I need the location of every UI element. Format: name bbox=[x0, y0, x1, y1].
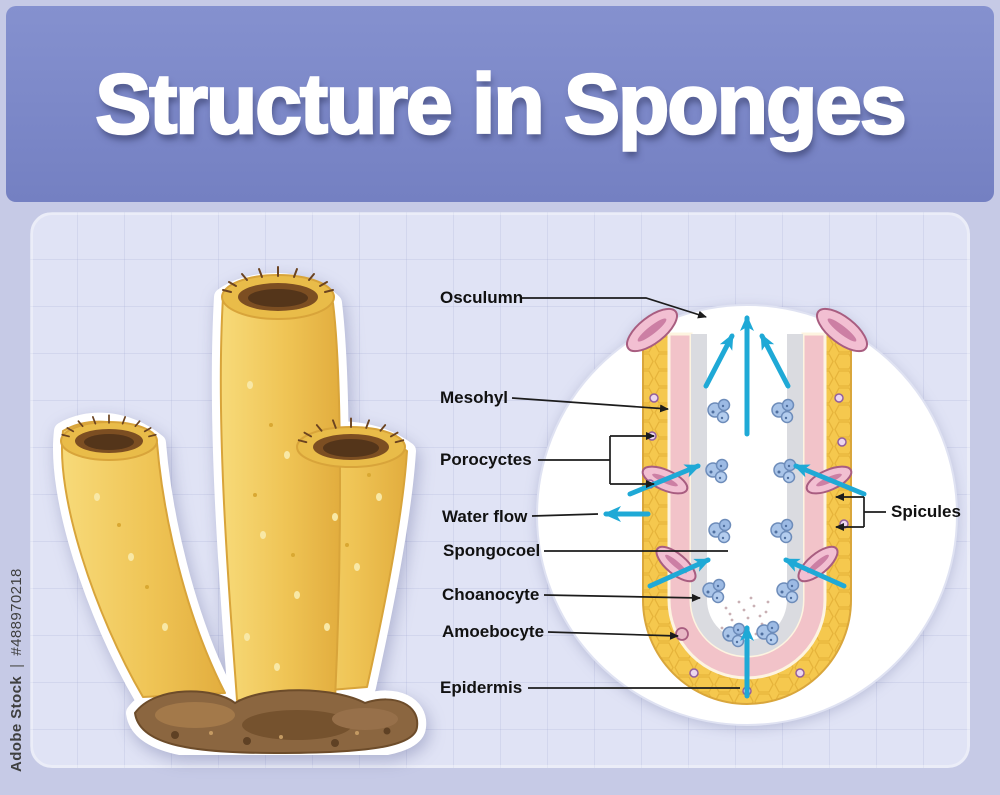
label-spongocoel: Spongocoel bbox=[443, 541, 541, 560]
label-mesohyl: Mesohyl bbox=[440, 388, 509, 407]
watermark-brand: Adobe Stock bbox=[8, 675, 25, 772]
watermark-id: #488970218 bbox=[8, 568, 25, 656]
label-choanocyte: Choanocyte bbox=[442, 585, 540, 604]
sponge-tubes bbox=[61, 281, 408, 701]
osculum-openings bbox=[60, 266, 406, 468]
sponge-base bbox=[133, 689, 419, 755]
label-water-flow: Water flow bbox=[442, 507, 528, 526]
watermark: Adobe Stock | #488970218 bbox=[8, 568, 25, 772]
label-epidermis: Epidermis bbox=[440, 678, 523, 697]
pore-structures bbox=[626, 307, 868, 583]
label-spicules: Spicules bbox=[891, 502, 961, 521]
page-title: Structure in Sponges bbox=[94, 55, 908, 152]
sponge-speckles bbox=[94, 381, 382, 671]
amoebocyte-cell bbox=[675, 627, 689, 641]
label-osculumn: Osculumn bbox=[440, 288, 524, 307]
header-banner: Structure in Sponges bbox=[6, 6, 994, 202]
label-porocyctes: Porocyctes bbox=[440, 450, 532, 469]
water-flow-arrows bbox=[627, 315, 867, 699]
mesohyl-layer bbox=[691, 334, 803, 656]
label-amoebocyte: Amoebocyte bbox=[442, 622, 545, 641]
watermark-separator: | bbox=[8, 663, 25, 668]
sponge-illustration bbox=[53, 266, 427, 755]
